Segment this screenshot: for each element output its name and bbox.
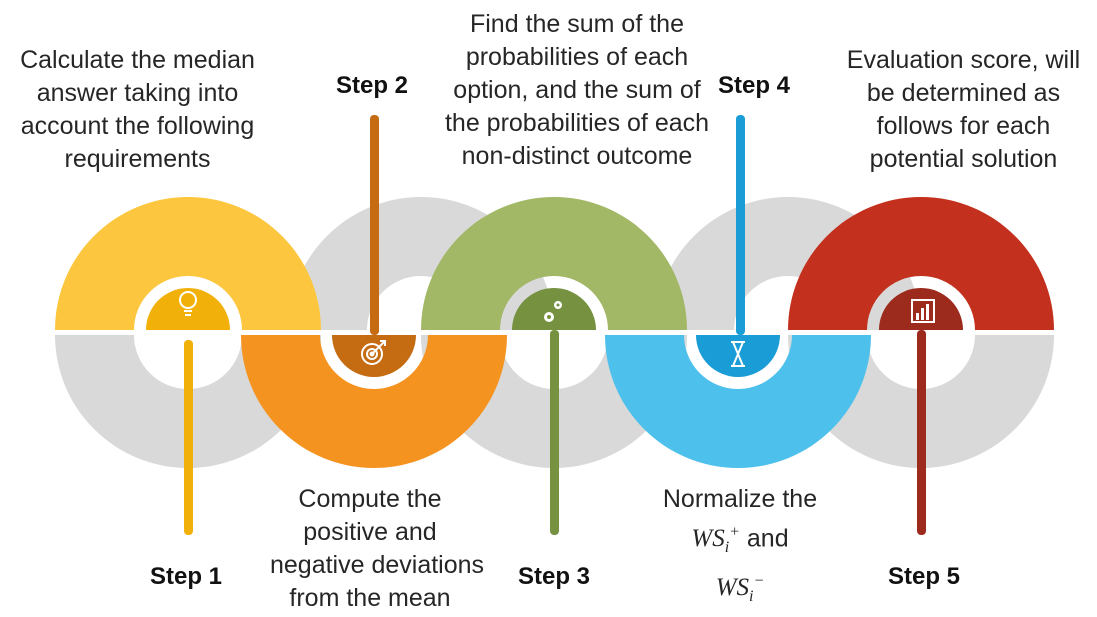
step1-desc-line: answer taking into [36, 79, 239, 107]
ws-minus-formula: WSi− [715, 572, 765, 605]
step4-desc-line: WSi− [640, 564, 840, 612]
step2-arc [241, 335, 507, 468]
step5-desc-line: follows for each [876, 112, 1051, 140]
step3-description: Find the sum of the probabilities of eac… [437, 8, 717, 173]
step4-description: Normalize the WSi+ and WSi− [640, 483, 840, 613]
step3-stem [550, 330, 559, 535]
step2-icon-bg [332, 335, 416, 377]
step3-desc-line: non-distinct outcome [461, 142, 693, 170]
ws-plus-formula: WSi+ [691, 524, 740, 557]
step5-stem [917, 330, 926, 535]
step1-desc-line: account the following [20, 112, 255, 140]
step2-desc-line: from the mean [289, 584, 451, 612]
step2-stem [370, 115, 379, 335]
step4-desc-line: Normalize the [662, 485, 818, 513]
and-word: and [739, 524, 789, 553]
step2-desc-line: negative deviations [270, 551, 485, 579]
lightbulb-icon [179, 291, 197, 316]
step1-label: Step 1 [150, 563, 223, 590]
step1-stem [184, 340, 193, 535]
step3-label: Step 3 [518, 563, 591, 590]
step5-label: Step 5 [888, 563, 961, 590]
step5-desc-line: potential solution [869, 145, 1058, 173]
step5-desc-line: Evaluation score, will [846, 46, 1081, 74]
step3-desc-line: Find the sum of the [469, 10, 684, 38]
step1-description: Calculate the median answer taking into … [0, 44, 275, 176]
step3-desc-line: option, and the sum of [453, 76, 701, 104]
step2-desc-line: Compute the [298, 485, 442, 513]
step3-icon-bg [512, 288, 596, 330]
hourglass-icon [731, 341, 745, 367]
step3-desc-line: the probabilities of each [444, 109, 710, 137]
step1-desc-line: Calculate the median [20, 46, 255, 74]
step5-desc-line: be determined as [866, 79, 1061, 107]
step4-label: Step 4 [718, 72, 791, 99]
step2-description: Compute the positive and negative deviat… [270, 483, 485, 615]
step4-arc [605, 335, 871, 468]
bar-chart-icon [911, 299, 935, 323]
gears-icon [544, 301, 562, 322]
step4-desc-line: WSi+ and [640, 516, 840, 564]
step5-description: Evaluation score, will be determined as … [830, 44, 1097, 176]
step2-desc-line: positive and [303, 518, 437, 546]
step2-label: Step 2 [336, 72, 409, 99]
step1-arc [55, 197, 321, 330]
step4-stem [736, 115, 745, 335]
step1-desc-line: requirements [64, 145, 211, 173]
step3-arc [421, 197, 687, 330]
step5-arc [788, 197, 1054, 330]
step3-desc-line: probabilities of each [465, 43, 689, 71]
target-icon [361, 340, 386, 365]
